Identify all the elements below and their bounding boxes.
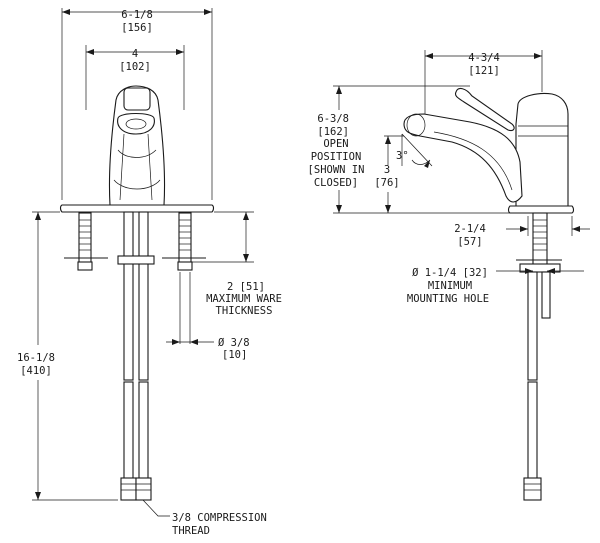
mounting-hole-label: MOUNTING HOLE [407, 293, 489, 305]
ware-thickness-label: MAXIMUM WARE [206, 293, 282, 305]
mounting-hole-minimum: MINIMUM [428, 280, 472, 292]
open-position-line1: OPEN [323, 138, 348, 150]
spout-reach-dimension: 4-3/4 [121] [424, 50, 543, 120]
mounting-hole-callout: Ø 1-1/4 [32] MINIMUM MOUNTING HOLE [407, 267, 584, 305]
spout-angle-indicator: 3° [396, 133, 433, 168]
deck-plate [59, 204, 215, 213]
center-spacing-dimension: 4 [102] [85, 45, 185, 110]
front-view: 6-1/8 [156] 4 [102] [17, 8, 282, 537]
open-height-mm: [162] [317, 126, 349, 138]
hole-diameter-mm: [10] [222, 349, 247, 361]
overall-width-inches: 6-1/8 [121, 9, 153, 21]
hole-diameter-dimension: Ø 3/8 [10] [166, 272, 250, 361]
side-view: 4-3/4 [121] 6-3/8 [162] [308, 50, 590, 501]
base-depth-dimension: 2-1/4 [57] [454, 216, 590, 248]
compression-thread-callout: 3/8 COMPRESSION THREAD [142, 499, 267, 537]
supply-tubes-front [117, 211, 155, 501]
mounting-stud-left [64, 212, 108, 271]
closed-height-mm: [76] [374, 177, 399, 189]
overall-width-dimension: 6-1/8 [156] [61, 8, 213, 200]
open-position-line4: CLOSED] [314, 177, 358, 189]
center-spacing-mm: [102] [119, 61, 151, 73]
supply-length-inches: 16-1/8 [17, 352, 55, 364]
center-spacing-inches: 4 [132, 48, 138, 60]
mounting-hole-size: Ø 1-1/4 [32] [412, 267, 488, 279]
base-depth-mm: [57] [457, 236, 482, 248]
base-depth-inches: 2-1/4 [454, 223, 486, 235]
open-height-dimension: 6-3/8 [162] OPEN POSITION [SHOWN IN CLOS… [308, 85, 510, 214]
open-position-line3: [SHOWN IN [308, 164, 365, 176]
side-shank-assembly [516, 212, 562, 501]
hole-diameter-inches: Ø 3/8 [218, 337, 250, 349]
ware-thickness-value: 2 [51] [227, 281, 265, 293]
compression-thread-label-2: THREAD [172, 525, 210, 537]
spout-reach-mm: [121] [468, 65, 500, 77]
closed-height-inches: 3 [384, 164, 390, 176]
closed-height-dimension: 3 [76] [374, 135, 404, 213]
spout-angle-label: 3° [396, 150, 409, 162]
compression-thread-label: 3/8 COMPRESSION [172, 512, 267, 524]
mounting-stud-right [162, 212, 206, 271]
supply-length-dimension: 16-1/8 [410] [17, 211, 118, 501]
open-height-inches: 6-3/8 [317, 113, 349, 125]
spout-reach-inches: 4-3/4 [468, 52, 500, 64]
faucet-body-side [403, 87, 575, 214]
ware-thickness-dimension: 2 [51] MAXIMUM WARE THICKNESS [186, 211, 282, 317]
supply-length-mm: [410] [20, 365, 52, 377]
open-position-line2: POSITION [311, 151, 362, 163]
ware-thickness-label-2: THICKNESS [216, 305, 273, 317]
overall-width-mm: [156] [121, 22, 153, 34]
faucet-body-front [108, 85, 166, 206]
